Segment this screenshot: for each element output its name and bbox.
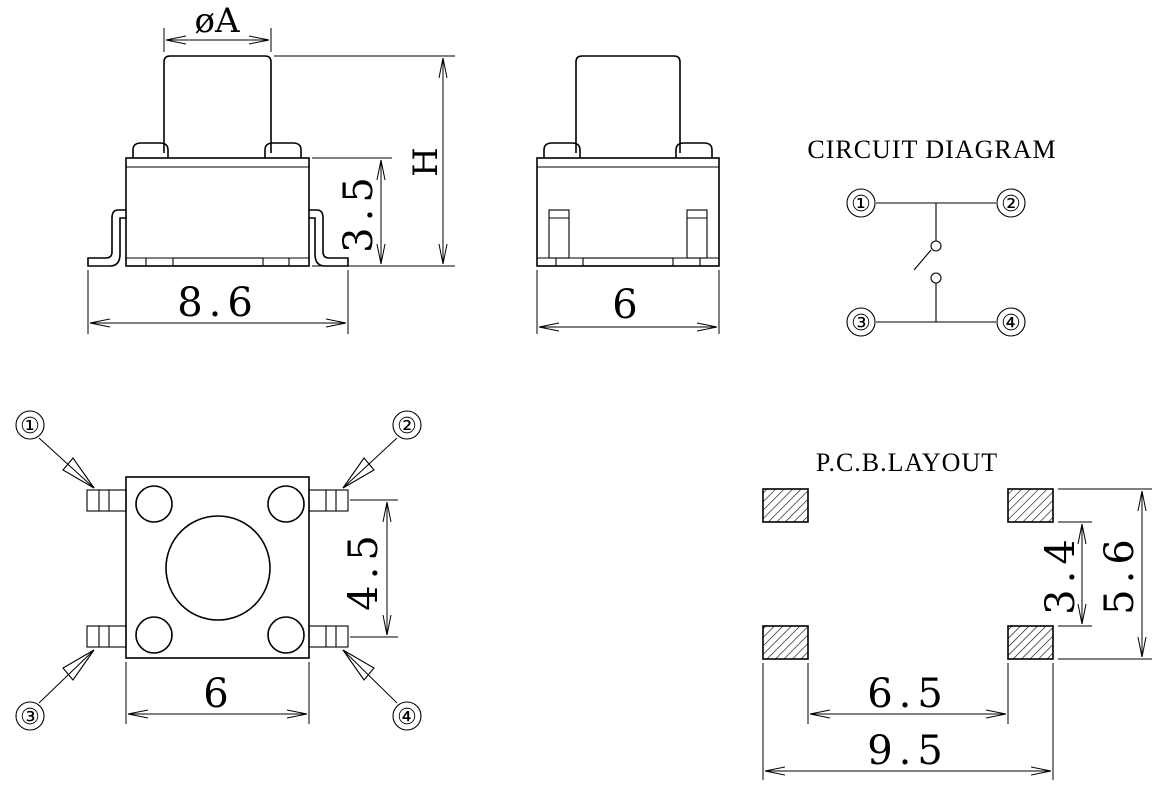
pcb-layout: P.C.B.LAYOUT 3.4 5.6 6.5 9.5: [762, 448, 1152, 780]
circuit-diagram: CIRCUIT DIAGRAM ① ② ③ ④: [807, 135, 1056, 337]
side-plunger: [163, 55, 272, 153]
top-terminal-2: [308, 489, 349, 512]
front-body: [536, 157, 720, 267]
body-height-label: 3.5: [336, 171, 382, 253]
side-bump-left: [132, 142, 169, 158]
side-leg-right: [309, 209, 349, 267]
circuit-pin-1-label: ①: [851, 192, 871, 217]
top-corner-right-bottom: [267, 616, 305, 654]
front-plunger: [575, 55, 681, 153]
front-leg-right: [686, 209, 708, 259]
switch-lever: [913, 249, 932, 271]
top-corner-right-top: [267, 485, 305, 523]
diameter-label: øA: [194, 1, 239, 41]
side-bump-right: [264, 142, 302, 158]
pcb-inner-width-label: 6.5: [867, 671, 949, 717]
pcb-title: P.C.B.LAYOUT: [816, 448, 998, 477]
top-terminal-4: [308, 625, 349, 648]
pcb-pad-bottom-right: [1007, 625, 1054, 660]
top-pin-2-label: ②: [397, 414, 417, 439]
pcb-pad-top-right: [1007, 488, 1054, 523]
front-bump-right: [675, 142, 713, 158]
top-pin-2: [392, 410, 422, 440]
circuit-pin-2: [996, 188, 1026, 218]
pcb-inner-height-label: 3.4: [1038, 533, 1084, 615]
top-pin-1: [15, 410, 45, 440]
top-view: ① ② ③ ④ 4.5 6: [15, 410, 422, 731]
top-corner-left-bottom: [135, 616, 173, 654]
pcb-outer-width-label: 9.5: [867, 728, 949, 774]
top-pin-1-label: ①: [20, 414, 40, 439]
circuit-pin-3: [846, 307, 876, 337]
side-body: [125, 157, 310, 267]
front-view: 6: [536, 55, 720, 334]
front-bump-left: [543, 142, 581, 158]
front-leg-left: [548, 209, 570, 259]
front-width-label: 6: [612, 282, 643, 328]
pcb-pad-bottom-left: [762, 625, 809, 660]
pin-spacing-label: 4.5: [341, 529, 387, 611]
length-label: 8.6: [177, 280, 259, 326]
top-pin-4-label: ④: [397, 705, 417, 730]
top-corner-left-top: [135, 485, 173, 523]
top-pin-3-label: ③: [20, 705, 40, 730]
switch-contact-top: [930, 240, 942, 252]
top-body: [125, 476, 310, 659]
pcb-outer-height-label: 5.6: [1097, 533, 1143, 615]
circuit-pin-4-label: ④: [1001, 311, 1021, 336]
top-pin-4: [392, 701, 422, 731]
circuit-title: CIRCUIT DIAGRAM: [807, 135, 1056, 164]
circuit-pin-3-label: ③: [851, 311, 871, 336]
top-terminal-1: [86, 489, 127, 512]
top-plunger: [165, 515, 271, 621]
circuit-pin-1: [846, 188, 876, 218]
top-width-label: 6: [203, 671, 234, 717]
pcb-pad-top-left: [762, 488, 809, 523]
side-view: øA H 3.5 8.6: [87, 1, 455, 334]
side-leg-left: [87, 209, 126, 267]
switch-contact-bottom: [930, 272, 942, 284]
circuit-pin-4: [996, 307, 1026, 337]
circuit-pin-2-label: ②: [1001, 192, 1021, 217]
top-pin-3: [15, 701, 45, 731]
height-label: H: [406, 147, 446, 177]
top-terminal-3: [86, 625, 127, 648]
